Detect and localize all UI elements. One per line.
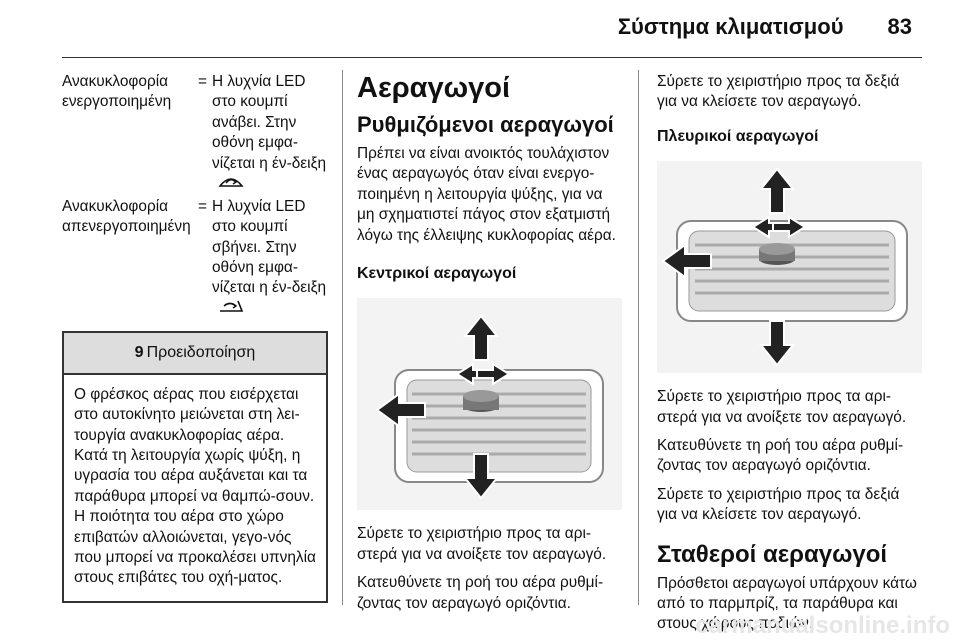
header-rule [62,57,922,58]
warning-text: Ο φρέσκος αέρας που εισέρχεται στο αυτοκ… [74,385,316,587]
column-divider-2 [638,70,639,605]
warning-title: Προειδοποίηση [146,344,256,362]
heading-fixed-vents: Σταθεροί αεραγωγοί [657,540,888,568]
recirculation-off-icon [218,299,244,319]
heading-adjustable-vents: Ρυθμιζόμενοι αεραγωγοί [357,112,614,137]
middle-column: Αεραγωγοί Ρυθμιζόμενοι αεραγωγοί Πρέπει … [357,72,622,622]
heading-central-vents: Κεντρικοί αεραγωγοί [357,265,517,283]
left-column: Ανακυκλοφορία ενεργοποιημένη = Η λυχνία … [62,72,328,603]
intro-paragraph: Πρέπει να είναι ανοικτός τουλάχιστον ένα… [357,145,616,244]
desc-recirc-on: Η λυχνία LED στο κουμπί ανάβει. Στην οθό… [212,72,328,195]
term-recirc-off: Ανακυκλοφορία απενεργοποιημένη [62,197,191,236]
definition-row-off: Ανακυκλοφορία απενεργοποιημένη = Η λυχνί… [62,197,328,320]
desc-recirc-off: Η λυχνία LED στο κουμπί σβήνει. Στην οθό… [212,197,328,320]
recirculation-on-icon [218,174,244,194]
side-open-instruction: Σύρετε το χειριστήριο προς τα αρι-στερά … [657,388,907,426]
central-direct-instruction: Κατευθύνετε τη ροή του αέρα ρυθμί-ζοντας… [357,574,604,612]
equals-sign: = [198,73,207,90]
central-open-instruction: Σύρετε το χειριστήριο προς τα αρι-στερά … [357,525,607,563]
central-vent-illustration [357,298,622,511]
heading-vents: Αεραγωγοί [357,72,511,104]
watermark: carmanualsonline.info [695,612,950,639]
heading-side-vents: Πλευρικοί αεραγωγοί [657,127,819,145]
section-title: Σύστημα κλιματισμού [617,14,844,39]
central-close-instruction: Σύρετε το χειριστήριο προς τα δεξιά για … [657,73,900,111]
side-close-instruction: Σύρετε το χειριστήριο προς τα δεξιά για … [657,485,900,524]
term-recirc-on: Ανακυκλοφορία ενεργοποιημένη [62,73,172,111]
side-direct-instruction: Κατευθύνετε τη ροή του αέρα ρυθμί-ζοντας… [657,437,904,475]
page-header: Σύστημα κλιματισμού 83 [0,14,912,40]
fixed-vents-paragraph: Πρόσθετοι αεραγωγοί υπάρχουν κάτω από το… [657,574,917,633]
column-divider-1 [342,70,343,605]
definition-row-on: Ανακυκλοφορία ενεργοποιημένη = Η λυχνία … [62,72,328,195]
equals-sign: = [198,197,207,215]
right-column: Σύρετε το χειριστήριο προς τα δεξιά για … [657,72,922,643]
page-number: 83 [887,14,912,39]
warning-icon: 9 [134,344,144,362]
side-vent-illustration [657,161,922,374]
